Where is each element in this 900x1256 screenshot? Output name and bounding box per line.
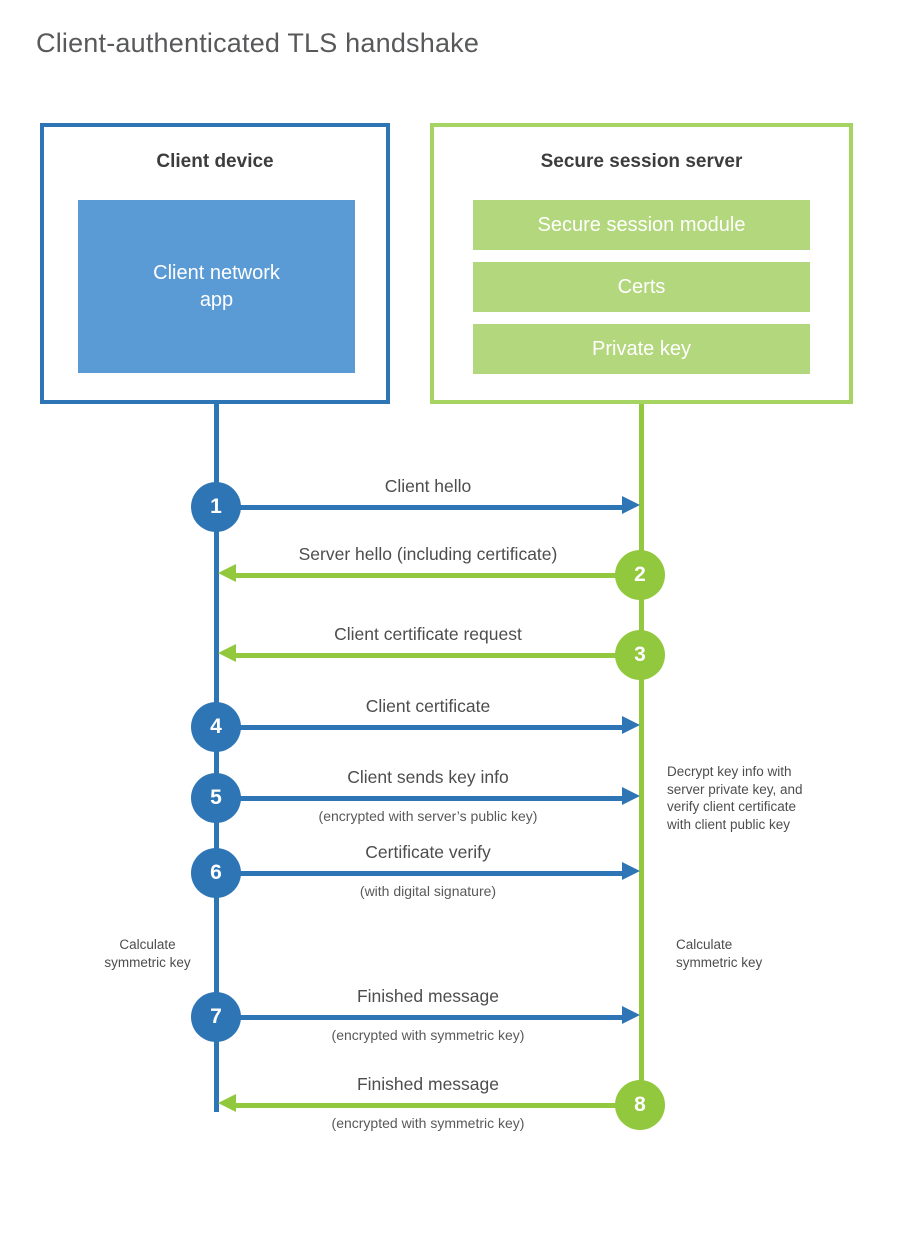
note-calculate-symmetric-key-client: Calculate symmetric key <box>104 937 191 970</box>
arrow-right-icon <box>622 862 640 880</box>
note-calculate-symmetric-key-server: Calculate symmetric key <box>676 937 763 970</box>
arrow-left-icon <box>218 1094 236 1112</box>
arrow-right-icon <box>622 787 640 805</box>
message-8-label: Finished message <box>356 1074 500 1094</box>
step-3-circle: 3 <box>615 630 665 680</box>
message-3-label: Client certificate request <box>334 624 522 644</box>
message-8-sublabel: (encrypted with symmetric key) <box>331 1115 525 1131</box>
message-7-arrow-line <box>216 1015 624 1020</box>
message-1-label: Client hello <box>384 476 472 496</box>
message-4-label: Client certificate <box>365 696 491 716</box>
arrow-right-icon <box>622 716 640 734</box>
message-6-sublabel: (with digital signature) <box>359 883 497 899</box>
message-6-arrow-line <box>216 871 624 876</box>
client-lifeline <box>214 404 219 1112</box>
arrow-left-icon <box>218 644 236 662</box>
message-5-label: Client sends key info <box>347 767 509 787</box>
client-device-title: Client device <box>156 151 274 172</box>
page-title: Client-authenticated TLS handshake <box>36 28 480 58</box>
server-lifeline <box>639 404 644 1105</box>
message-2-label: Server hello (including certificate) <box>298 544 558 564</box>
step-1-circle: 1 <box>191 482 241 532</box>
step-6-circle: 6 <box>191 848 241 898</box>
message-5-sublabel: (encrypted with server’s public key) <box>318 808 538 824</box>
message-7-sublabel: (encrypted with symmetric key) <box>331 1027 525 1043</box>
server-box: Secure session server Secure session mod… <box>430 123 853 404</box>
server-module-certs: Certs <box>473 262 810 312</box>
message-4-arrow-line <box>216 725 624 730</box>
server-module-private-key: Private key <box>473 324 810 374</box>
client-device-box: Client device Client network app <box>40 123 390 404</box>
message-3-arrow-line <box>234 653 640 658</box>
message-7-label: Finished message <box>356 986 500 1006</box>
step-4-circle: 4 <box>191 702 241 752</box>
step-8-circle: 8 <box>615 1080 665 1130</box>
server-title: Secure session server <box>540 151 743 172</box>
note-decrypt-key-info: Decrypt key info with server private key… <box>667 764 803 832</box>
client-network-app-box: Client network app <box>78 200 355 373</box>
arrow-right-icon <box>622 1006 640 1024</box>
server-module-secure-session: Secure session module <box>473 200 810 250</box>
message-2-arrow-line <box>234 573 640 578</box>
message-1-arrow-line <box>216 505 624 510</box>
message-5-arrow-line <box>216 796 624 801</box>
step-2-circle: 2 <box>615 550 665 600</box>
step-5-circle: 5 <box>191 773 241 823</box>
arrow-left-icon <box>218 564 236 582</box>
message-6-label: Certificate verify <box>365 842 491 862</box>
arrow-right-icon <box>622 496 640 514</box>
message-8-arrow-line <box>234 1103 640 1108</box>
step-7-circle: 7 <box>191 992 241 1042</box>
